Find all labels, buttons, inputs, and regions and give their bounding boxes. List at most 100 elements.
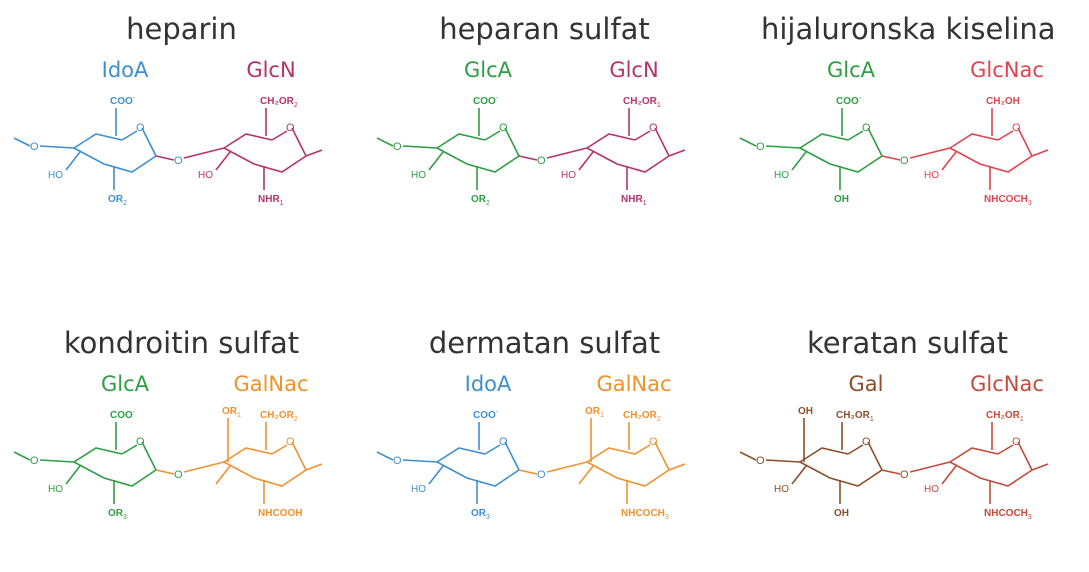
bond-left — [791, 465, 807, 485]
substituent-left: HO — [774, 170, 789, 181]
substituent-left: HO — [774, 484, 789, 495]
glycosidic-oxygen: O — [174, 155, 183, 167]
substituent-bottom: NHCOCH3 — [984, 508, 1032, 521]
bond-left — [791, 151, 807, 171]
ring-bonds — [949, 441, 1034, 487]
ring-bond-to-oxygen — [634, 444, 651, 455]
ring-bond-to-oxygen — [847, 444, 864, 455]
ring-oxygen: O — [862, 436, 871, 448]
bond-glycosidic-left — [765, 459, 801, 463]
bond-tail-right — [305, 463, 323, 471]
glycosidic-oxygen: O — [537, 469, 546, 481]
glycosidic-oxygen: O — [537, 155, 546, 167]
bond-link-a — [518, 155, 538, 161]
bond-link-b — [909, 147, 951, 159]
ring-oxygen: O — [649, 436, 658, 448]
bond-link-b — [546, 147, 588, 159]
chain-tail-left — [13, 137, 75, 149]
substituent-top: COO- — [110, 409, 136, 421]
monosaccharide-label-left: Gal — [848, 372, 884, 396]
ring-bond-to-oxygen — [121, 444, 138, 455]
monosaccharide-label-right: GlcNac — [970, 58, 1044, 82]
bond-left — [215, 151, 231, 171]
ring-bond-to-oxygen — [271, 444, 288, 455]
chain-tail-left — [739, 451, 801, 463]
sugar-ring-right — [215, 422, 308, 504]
substituent-left: HO — [48, 484, 63, 495]
sugar-ring-left — [428, 422, 521, 504]
ring-oxygen: O — [649, 122, 658, 134]
bond-left — [65, 465, 81, 485]
glycosidic-link — [155, 461, 225, 475]
bond-tail — [739, 451, 757, 461]
bond-left — [578, 151, 594, 171]
ring-oxygen: O — [286, 436, 295, 448]
bond-glycosidic-left — [765, 145, 801, 149]
chain-tail-right — [305, 463, 323, 471]
substituent-bottom: OH — [834, 508, 849, 519]
sugar-ring-left — [65, 108, 158, 190]
substituent-top: CH₂OR2 — [260, 410, 298, 423]
bond-link-a — [518, 469, 538, 475]
panel-title: hijaluronska kiselina — [761, 12, 1056, 46]
chain-tail-left — [13, 451, 75, 463]
bond-left — [941, 465, 957, 485]
bond-link-b — [183, 147, 225, 159]
ring-bonds — [223, 441, 308, 487]
ring-bonds — [586, 127, 671, 173]
glycosidic-oxygen-left: O — [30, 455, 39, 467]
ring-bonds — [799, 441, 884, 487]
ring-oxygen: O — [499, 122, 508, 134]
chain-tail-left — [739, 137, 801, 149]
ring-bond-to-oxygen — [997, 444, 1014, 455]
ring-bonds — [436, 441, 521, 487]
sugar-ring-left — [428, 108, 521, 190]
chain-tail-right — [305, 149, 323, 157]
chain-tail-right — [668, 463, 686, 471]
glycosidic-oxygen: O — [174, 469, 183, 481]
monosaccharide-label-right: GlcN — [609, 58, 659, 82]
bond-link-a — [881, 469, 901, 475]
bond-glycosidic-left — [402, 459, 438, 463]
sugar-ring-right — [941, 422, 1034, 504]
ring-bond-to-oxygen — [271, 130, 288, 141]
bond-link-a — [155, 469, 175, 475]
substituent-bottom: NHR1 — [621, 194, 647, 207]
substituent-bottom: NHR1 — [258, 194, 284, 207]
bond-tail — [13, 451, 31, 461]
bond-link-b — [183, 461, 225, 473]
substituent-top: COO- — [836, 95, 862, 107]
substituent-axial: OR1 — [222, 406, 241, 419]
glycosidic-oxygen-left: O — [393, 141, 402, 153]
substituent-top: CH₂OR1 — [836, 410, 874, 423]
glycosidic-link — [518, 461, 588, 475]
glycosidic-oxygen-left: O — [30, 141, 39, 153]
sugar-ring-right — [941, 108, 1034, 190]
glycosidic-oxygen-left: O — [756, 141, 765, 153]
ring-bonds — [73, 127, 158, 173]
substituent-bottom: OR3 — [471, 508, 490, 521]
bond-link-b — [909, 461, 951, 473]
glycosidic-oxygen: O — [900, 155, 909, 167]
chain-tail-left — [376, 137, 438, 149]
ring-oxygen: O — [1012, 436, 1021, 448]
ring-oxygen: O — [499, 436, 508, 448]
substituent-top: CH₂OR2 — [260, 96, 298, 109]
monosaccharide-label-left: IdoA — [101, 58, 149, 82]
ring-oxygen: O — [286, 122, 295, 134]
glycosidic-link — [518, 147, 588, 161]
substituent-top: COO- — [473, 95, 499, 107]
bond-link-a — [881, 155, 901, 161]
panel-title: heparan sulfat — [439, 12, 650, 46]
substituent-top: COO- — [110, 95, 136, 107]
ring-oxygen: O — [136, 436, 145, 448]
chain-tail-right — [1031, 149, 1049, 157]
bond-tail-right — [305, 149, 323, 157]
glycosidic-oxygen-left: O — [393, 455, 402, 467]
bond-tail — [376, 137, 394, 147]
